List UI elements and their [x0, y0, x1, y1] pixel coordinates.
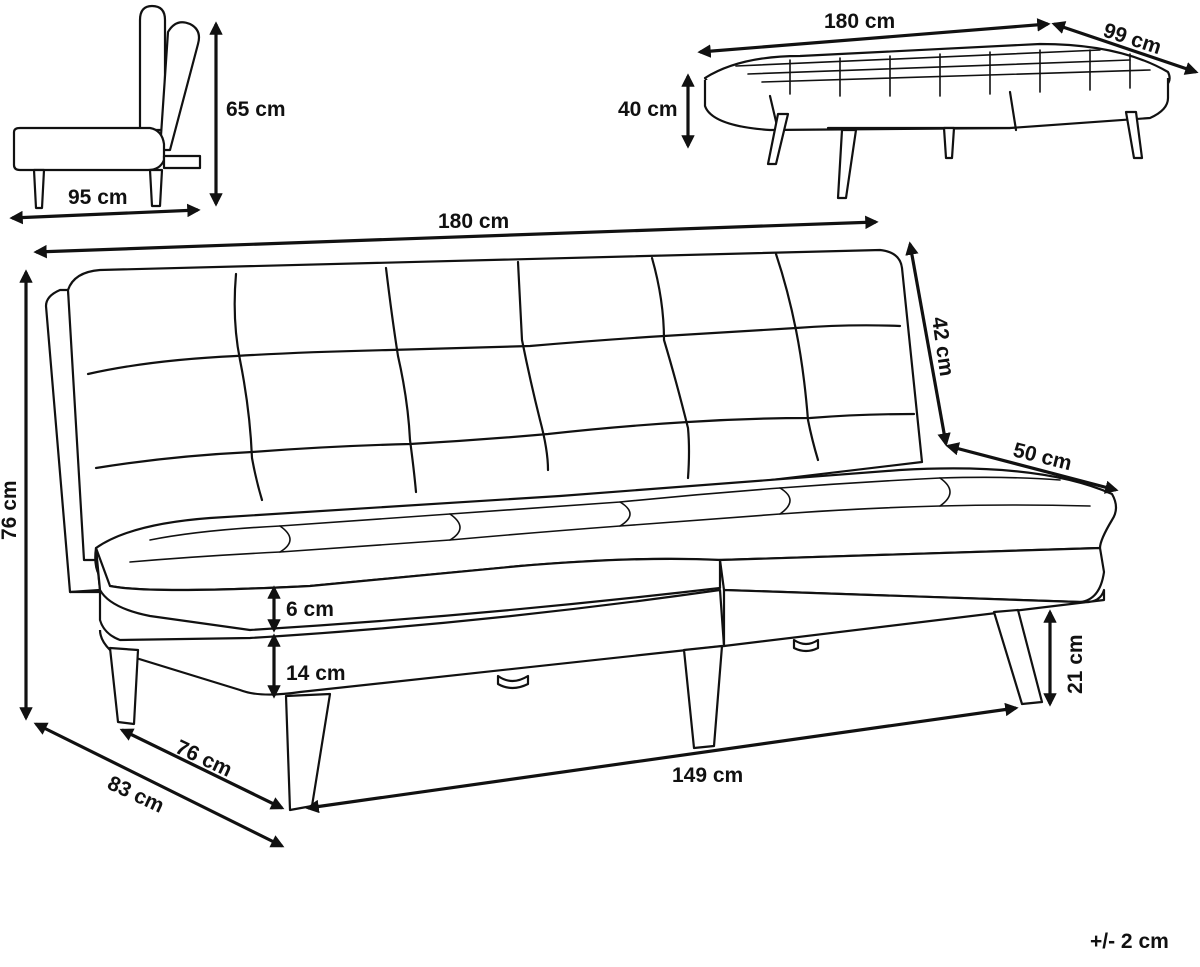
outer-depth-dimension-line	[33, 722, 285, 848]
base-height-label: 14 cm	[286, 662, 346, 685]
tolerance-note: +/- 2 cm	[1090, 930, 1169, 953]
leg-height-label: 21 cm	[1064, 634, 1087, 694]
cushion-height-label: 6 cm	[286, 598, 334, 621]
side-height-label: 65 cm	[226, 98, 286, 121]
side-view-drawing	[12, 4, 202, 210]
sofa-back-height-dimension-line	[905, 241, 951, 447]
side-depth-label: 95 cm	[68, 186, 128, 209]
bed-height-label: 40 cm	[618, 98, 678, 121]
bed-depth-dimension-line	[1051, 21, 1199, 75]
inner-depth-label: 76 cm	[172, 736, 236, 782]
outer-depth-label: 83 cm	[104, 772, 168, 818]
sofa-width-dimension-line	[33, 215, 879, 259]
bed-view-drawing	[703, 42, 1171, 200]
sofa-total-height-label: 76 cm	[0, 480, 21, 540]
sofa-drawing	[44, 248, 1118, 812]
sofa-width-label: 180 cm	[438, 210, 509, 233]
side-view: 65 cm 95 cm	[9, 4, 286, 225]
sofa-view: 180 cm 42 cm 50 cm 76 cm 6 cm 14 cm 21 c…	[0, 210, 1119, 848]
bed-width-label: 180 cm	[824, 10, 895, 33]
sofa-seat-depth-dimension-line	[945, 442, 1119, 494]
leg-span-dimension-line	[305, 702, 1019, 814]
leg-span-label: 149 cm	[672, 764, 743, 787]
bed-width-dimension-line	[697, 18, 1051, 58]
bed-view: 180 cm 99 cm 40 cm	[618, 10, 1199, 200]
side-depth-dimension-line	[9, 203, 201, 225]
